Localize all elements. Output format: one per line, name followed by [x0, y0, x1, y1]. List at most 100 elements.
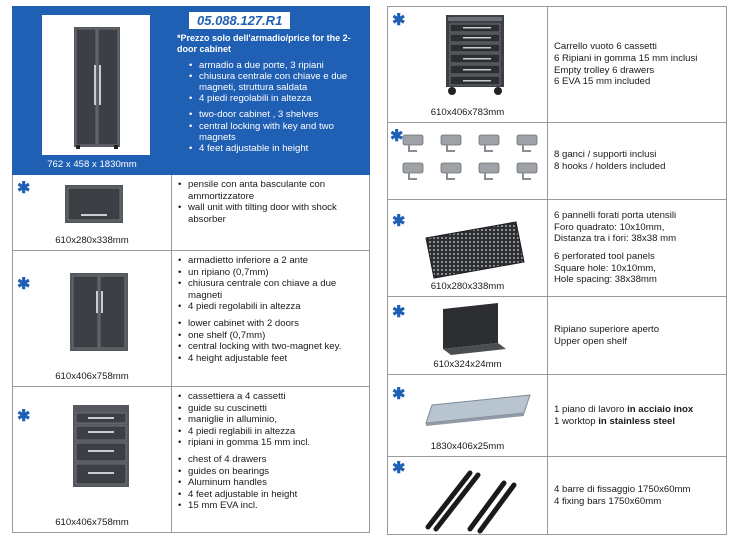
- text-line: 8 hooks / holders included: [554, 161, 666, 172]
- pegboard-description: 6 pannelli forati porta utensili Foro qu…: [547, 199, 727, 297]
- text-line: Foro quadrato: 10x10mm,: [554, 221, 665, 233]
- left-product-table: 762 x 458 x 1830mm 05.088.127.R1 *Prezzo…: [12, 6, 370, 533]
- right-product-table: ✱ 610x406x783mm Carr: [387, 6, 727, 535]
- bullet: 15 mm EVA incl.: [178, 500, 363, 512]
- wall-unit-image-cell: ✱ 610x280x338mm: [12, 174, 172, 251]
- star-icon: ✱: [392, 460, 406, 477]
- upper-shelf-image: [443, 303, 506, 355]
- text-plain: 1 piano di lavoro: [554, 403, 628, 415]
- worktop-dimension: 1830x406x25mm: [430, 441, 505, 452]
- bullet: pensile con anta basculante con ammortiz…: [178, 179, 363, 202]
- lower-cabinet-description: armadietto inferiore a 2 ante un ripiano…: [171, 250, 370, 387]
- trolley-image: [446, 15, 504, 95]
- star-icon: ✱: [392, 386, 406, 403]
- bullet: guide su cuscinetti: [178, 403, 363, 415]
- bullet: armadietto inferiore a 2 ante: [178, 255, 363, 267]
- hooks-image: [402, 134, 538, 180]
- hooks-image-cell: ✱: [387, 122, 548, 200]
- wall-unit-row: ✱ 610x280x338mm pensile con anta bascula…: [12, 174, 370, 251]
- text-line: 4 barre di fissaggio 1750x60mm: [554, 483, 691, 495]
- bullet: un ripiano (0,7mm): [178, 267, 363, 279]
- text-line: 8 ganci / supporti inclusi: [554, 149, 657, 161]
- bullet: two-door cabinet , 3 shelves: [189, 109, 364, 120]
- bullet: maniglie in alluminio,: [178, 414, 363, 426]
- hooks-description: 8 ganci / supporti inclusi 8 hooks / hol…: [547, 122, 727, 200]
- pegboard-text-en: 6 perforated tool panels Square hole: 10…: [554, 251, 720, 286]
- upper-shelf-dimension: 610x324x24mm: [433, 359, 502, 370]
- star-icon: ✱: [17, 276, 31, 293]
- pegboard-image: [425, 221, 525, 279]
- bullet: 4 piedi regolabili in altezza: [178, 301, 363, 313]
- text-line: Distanza tra i fori: 38x38 mm: [554, 233, 677, 245]
- bullet: one shelf (0,7mm): [178, 330, 363, 342]
- lower-cabinet-row: ✱ 610x406x758mm armadietto inferiore a 2…: [12, 250, 370, 387]
- upper-shelf-row: ✱ 610x324x24mm Ripiano superiore aperto …: [387, 296, 727, 375]
- bullet: armadio a due porte, 3 ripiani: [189, 60, 364, 71]
- drawer-chest-bullets-it: cassettiera a 4 cassetti guide su cuscin…: [178, 391, 363, 449]
- bullet: ripiani in gomma 15 mm incl.: [178, 437, 363, 449]
- bullet: chiusura centrale con chiave e due magne…: [189, 71, 364, 93]
- fixing-bars-image-cell: ✱: [387, 456, 548, 535]
- text-line: 4 fixing bars 1750x60mm: [554, 495, 662, 507]
- pegboard-row: ✱ 610x280x338mm 6 pannelli forati porta …: [387, 199, 727, 297]
- bullet: chiusura centrale con chiave a due magne…: [178, 278, 363, 301]
- hooks-row: ✱ 8 ganci / supporti in: [387, 122, 727, 200]
- lower-cabinet-bullets-it: armadietto inferiore a 2 ante un ripiano…: [178, 255, 363, 313]
- upper-shelf-description: Ripiano superiore aperto Upper open shel…: [547, 296, 727, 375]
- tall-cabinet-image: [74, 27, 120, 149]
- bullet: wall unit with tilting door with shock a…: [178, 202, 363, 225]
- worktop-image-cell: ✱ 1830x406x25mm: [387, 374, 548, 457]
- bullet: cassettiera a 4 cassetti: [178, 391, 363, 403]
- main-cabinet-description: 05.088.127.R1 *Prezzo solo dell'armadio/…: [171, 6, 370, 175]
- text-bold: in acciaio inox: [627, 403, 694, 415]
- upper-shelf-image-cell: ✱ 610x324x24mm: [387, 296, 548, 375]
- lower-cabinet-image-cell: ✱ 610x406x758mm: [12, 250, 172, 387]
- text-line: Ripiano superiore aperto: [554, 323, 660, 335]
- fixing-bars-description: 4 barre di fissaggio 1750x60mm 4 fixing …: [547, 456, 727, 535]
- bullet: 4 height adjustable feet: [178, 353, 363, 365]
- lower-cabinet-bullets-en: lower cabinet with 2 doors one shelf (0,…: [178, 318, 363, 364]
- main-cabinet-image-cell: 762 x 458 x 1830mm: [12, 6, 172, 175]
- wall-unit-bullets: pensile con anta basculante con ammortiz…: [178, 179, 363, 225]
- bullet: lower cabinet with 2 doors: [178, 318, 363, 330]
- trolley-dimension: 610x406x783mm: [430, 107, 505, 118]
- text-line: 1 piano di lavoro in acciaio inox: [554, 404, 720, 416]
- wall-unit-dimension: 610x280x338mm: [55, 235, 129, 246]
- text-line: 6 EVA 15 mm included: [554, 76, 651, 88]
- drawer-chest-bullets-en: chest of 4 drawers guides on bearings Al…: [178, 454, 363, 512]
- text-line: Carrello vuoto 6 cassetti: [554, 41, 657, 53]
- drawer-chest-dimension: 610x406x758mm: [55, 517, 129, 528]
- wall-unit-image: [65, 185, 123, 223]
- text-line: 6 pannelli forati porta utensili: [554, 210, 677, 222]
- bullet: 4 feet adjustable in height: [178, 489, 363, 501]
- text-line: Upper open shelf: [554, 335, 628, 347]
- star-icon: ✱: [392, 304, 406, 321]
- bullet: guides on bearings: [178, 466, 363, 478]
- pegboard-dimension: 610x280x338mm: [430, 281, 505, 292]
- wall-unit-description: pensile con anta basculante con ammortiz…: [171, 174, 370, 251]
- star-icon: ✱: [390, 128, 404, 145]
- bullet: 4 feet adjustable in height: [189, 143, 364, 154]
- text-line: 1 worktop in stainless steel: [554, 416, 720, 428]
- lower-cabinet-image: [70, 273, 128, 351]
- fixing-bars-row: ✱ 4 barre di fissaggio 1750x60mm 4 fixin…: [387, 456, 727, 535]
- main-bullets-en: two-door cabinet , 3 shelves central loc…: [177, 109, 364, 154]
- text-line: 6 perforated tool panels: [554, 251, 655, 262]
- main-bullets-it: armadio a due porte, 3 ripiani chiusura …: [177, 60, 364, 105]
- main-cabinet-image-bg: [42, 15, 150, 155]
- price-note: *Prezzo solo dell'armadio/price for the …: [177, 33, 351, 55]
- bullet: 4 piedi reglabili in altezza: [178, 426, 363, 438]
- text-line: Square hole: 10x10mm,: [554, 262, 656, 274]
- drawer-chest-image-cell: ✱ 610x406x758mm: [12, 386, 172, 533]
- bullet: 4 piedi regolabili in altezza: [189, 93, 364, 104]
- text-plain: 1 worktop: [554, 415, 599, 427]
- bullet: central locking with key and two magnets: [189, 121, 364, 143]
- worktop-description: 1 piano di lavoro in acciaio inox 1 work…: [547, 374, 727, 457]
- pegboard-image-cell: ✱ 610x280x338mm: [387, 199, 548, 297]
- worktop-image: [425, 394, 531, 426]
- drawer-chest-description: cassettiera a 4 cassetti guide su cuscin…: [171, 386, 370, 533]
- bullet: Aluminum handles: [178, 477, 363, 489]
- star-icon: ✱: [392, 12, 406, 29]
- star-icon: ✱: [17, 180, 31, 197]
- trolley-image-cell: ✱ 610x406x783mm: [387, 6, 548, 123]
